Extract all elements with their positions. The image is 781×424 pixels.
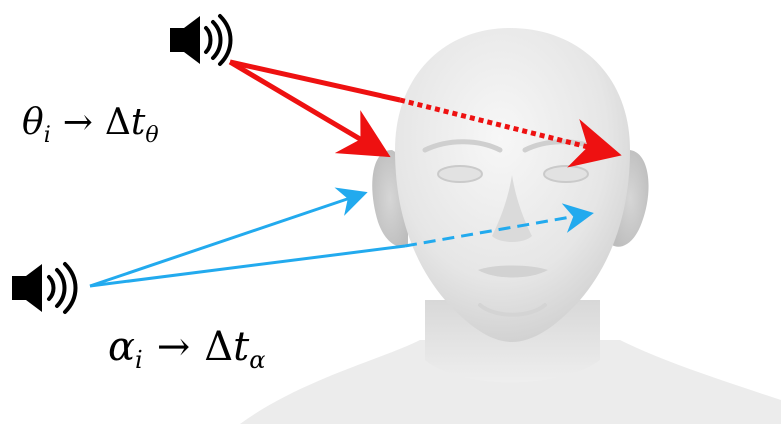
head-chin bbox=[478, 303, 547, 317]
alpha-label: αi→Δtα bbox=[108, 324, 265, 374]
top-speaker-icon bbox=[170, 14, 233, 66]
theta-var: t bbox=[131, 102, 146, 143]
theta-symbol: θ bbox=[22, 102, 44, 143]
head-right-eye bbox=[543, 165, 589, 183]
theta-label: θi→Δtθ bbox=[22, 102, 159, 148]
theta-arrow-symbol: → bbox=[63, 102, 93, 143]
alpha-var: t bbox=[233, 324, 250, 370]
alpha-arrow-symbol: → bbox=[157, 324, 191, 370]
alpha-symbol: α bbox=[108, 324, 135, 370]
alpha-delta: Δ bbox=[204, 324, 233, 370]
theta-var-subscript: θ bbox=[145, 123, 158, 148]
theta-arrow-near-ear bbox=[228, 59, 391, 158]
theta-arrow-far-solid bbox=[229, 59, 401, 103]
alpha-arrow-far-dashed bbox=[404, 203, 594, 248]
bottom-speaker-icon bbox=[12, 262, 78, 314]
alpha-var-subscript: α bbox=[249, 346, 265, 374]
alpha-subscript: i bbox=[135, 346, 143, 374]
theta-arrow-far-dotted bbox=[399, 97, 622, 168]
human-head-illustration bbox=[240, 28, 781, 424]
alpha-arrow-near-ear bbox=[89, 187, 368, 288]
theta-subscript: i bbox=[44, 123, 51, 148]
theta-arrows bbox=[228, 59, 622, 168]
alpha-arrow-far-solid bbox=[89, 244, 406, 288]
head-left-eye bbox=[437, 165, 483, 183]
theta-delta: Δ bbox=[105, 102, 131, 143]
alpha-arrows bbox=[89, 187, 594, 288]
head-mouth bbox=[478, 265, 548, 278]
